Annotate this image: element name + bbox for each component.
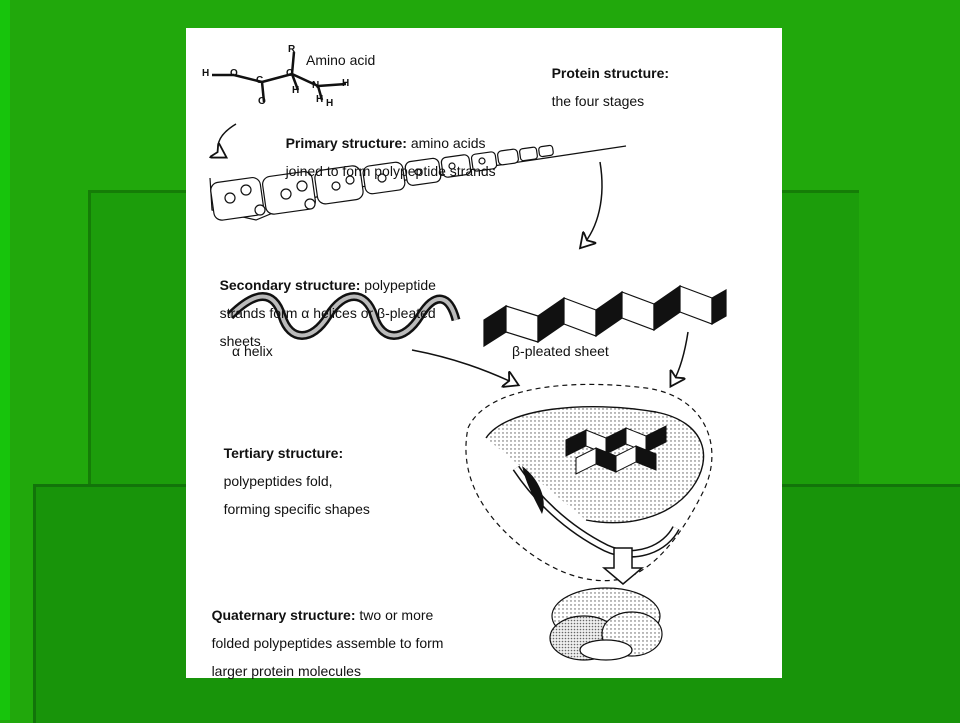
primary-arrow (218, 123, 237, 156)
alpha-helix-label: α helix (232, 343, 273, 359)
quaternary-structure-caption: Quaternary structure: two or more folded… (196, 594, 444, 692)
atom-c-carboxyl: C (256, 75, 264, 86)
secondary-line1-rest: polypeptide (360, 277, 436, 293)
quaternary-line1-rest: two or more (355, 607, 434, 623)
quaternary-line3: larger protein molecules (211, 663, 361, 679)
figure-artwork (186, 51, 727, 661)
atom-c-alpha: C (286, 68, 294, 79)
protein-structure-figure: H O C O C H R H N H H Amino acid Protein… (186, 28, 782, 678)
tertiary-to-quaternary-arrow (601, 547, 645, 585)
atom-h-alpha: H (292, 85, 300, 96)
primary-to-secondary-arrow (582, 161, 603, 246)
primary-structure-caption: Primary structure: amino acids joined to… (270, 122, 496, 192)
primary-heading: Primary structure: (285, 135, 407, 151)
alpha-helix (226, 292, 461, 340)
atom-h-left: H (202, 68, 210, 79)
figure-title: Protein structure: the four stages (536, 52, 669, 122)
atom-h-amine: H (316, 94, 324, 105)
polypeptide-strand (209, 144, 627, 221)
tertiary-line2: polypeptides fold, (223, 473, 333, 489)
atom-h-amine-2: H (342, 78, 350, 89)
quaternary-line2: folded polypeptides assemble to form (211, 635, 444, 651)
tertiary-heading: Tertiary structure: (223, 445, 344, 461)
secondary-to-tertiary-arrows (411, 331, 689, 384)
amino-acid-molecule (212, 51, 347, 103)
amino-acid-label: Amino acid (306, 52, 376, 68)
atom-r-group: R (288, 44, 296, 55)
atom-n: N (312, 80, 320, 91)
beta-sheet-label: β-pleated sheet (512, 343, 609, 359)
slide-left-edge (0, 0, 10, 720)
atom-o-left: O (230, 68, 238, 79)
primary-line1-rest: amino acids (406, 135, 486, 151)
tertiary-fold (465, 383, 713, 582)
figure-title-line2: the four stages (551, 93, 645, 109)
secondary-heading: Secondary structure: (219, 277, 361, 293)
secondary-line3: sheets (219, 333, 261, 349)
quaternary-protein (549, 587, 663, 661)
secondary-line2: strands form α helices or β-pleated (219, 305, 436, 321)
quaternary-heading: Quaternary structure: (211, 607, 356, 623)
tertiary-structure-caption: Tertiary structure: polypeptides fold, f… (208, 432, 370, 530)
beta-pleated-sheet (483, 284, 727, 348)
figure-title-line1: Protein structure: (551, 65, 670, 81)
secondary-structure-caption: Secondary structure: polypeptide strands… (204, 264, 436, 362)
primary-line2: joined to form polypeptide strands (285, 163, 496, 179)
atom-h-amine-3: H (326, 98, 334, 109)
tertiary-line3: forming specific shapes (223, 501, 370, 517)
atom-o-double: O (258, 96, 266, 107)
